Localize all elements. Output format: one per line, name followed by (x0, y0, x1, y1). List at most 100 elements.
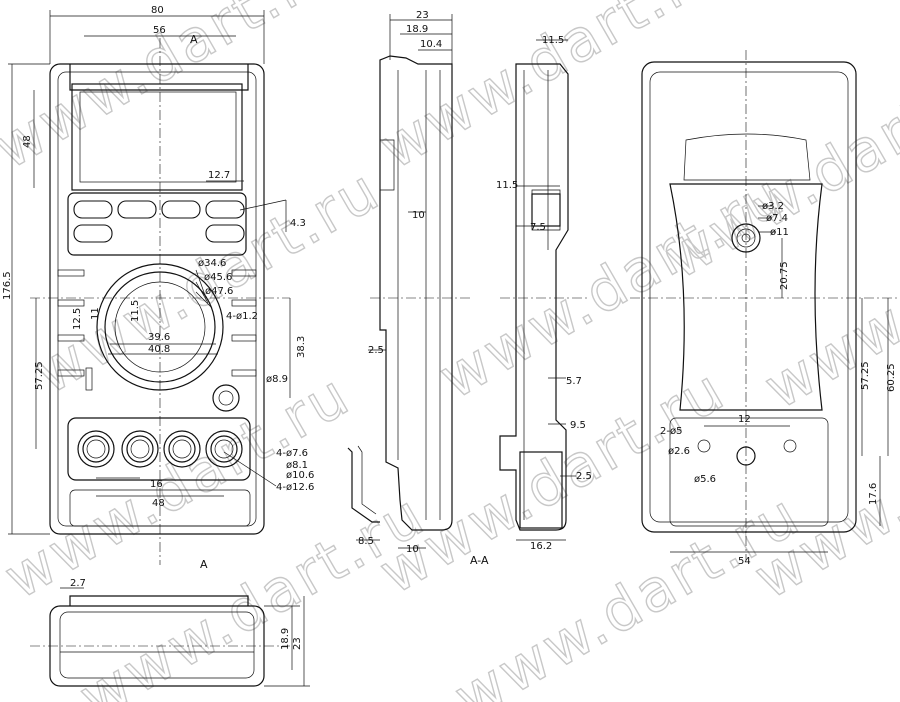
dim-jack-pitch: 16 (150, 479, 163, 490)
dim-lower-offset: 57.25 (34, 361, 45, 390)
keypad-panel (67, 192, 247, 256)
back-body-inner (649, 71, 849, 523)
dim-top-lip: 2.7 (70, 578, 86, 589)
dim-section-mid: 5.7 (566, 376, 582, 387)
dim-front-width-total: 80 (151, 5, 164, 16)
back-dimension-lines (670, 205, 889, 553)
side-step (380, 139, 395, 191)
dim-display-height: 48 (22, 135, 33, 148)
dim-jack-3: ø10.6 (286, 470, 314, 481)
knob-inner (218, 390, 234, 406)
dim-section-bottom-step: 2.5 (576, 471, 592, 482)
top-dimension-lines (60, 587, 310, 687)
jack-panel (67, 417, 251, 481)
side-bracket-inner (357, 445, 377, 515)
side-outline (379, 55, 453, 531)
front-dimension-lines (8, 10, 291, 535)
dim-back-offset: 20.75 (779, 261, 790, 290)
dim-side-bottom-a: 8.5 (358, 536, 374, 547)
side-bracket-detail (347, 447, 380, 523)
jack-holes (77, 430, 243, 468)
section-dimension-lines (516, 39, 576, 541)
dim-knob: ø8.9 (266, 374, 288, 385)
dim-side-depth-b: 10.4 (420, 39, 442, 50)
key-button (117, 200, 157, 219)
dim-section-upper-b: 7.5 (530, 222, 546, 233)
display-window (71, 83, 243, 191)
dim-back-hole-c: ø11 (770, 227, 789, 238)
dim-top-height-a: 18.9 (280, 628, 291, 650)
top-view: 2.7 18.9 23 (30, 578, 310, 687)
back-screw-left (697, 439, 711, 453)
knob-circle (212, 384, 240, 412)
dim-dial-width-b: 40.8 (148, 344, 170, 355)
dim-dial-slot-b: 11 (90, 307, 101, 320)
back-hole-mid (736, 228, 756, 248)
dim-section-upper: 11.5 (496, 180, 518, 191)
section-mark-bottom: A (200, 558, 208, 571)
section-outline (499, 63, 569, 531)
dim-jack-1: 4-ø7.6 (276, 448, 308, 459)
dim-jack-span: 48 (152, 498, 165, 509)
back-stand-plate (669, 183, 823, 411)
dim-section-top: 11.5 (542, 35, 564, 46)
front-view: A A 80 56 176.5 48 12.7 4.3 ø34.6 ø45.6 … (2, 5, 314, 571)
dim-back-offset-b: 57.25 (860, 361, 871, 390)
side-inner-wall (397, 70, 441, 520)
back-screw-right (783, 439, 797, 453)
front-body-outline (49, 63, 265, 535)
dim-key-width: 12.7 (208, 170, 230, 181)
dim-side-wall: 10 (412, 210, 425, 221)
section-mark-top: A (190, 33, 198, 46)
dim-holes: 4-ø1.2 (226, 311, 258, 322)
dim-section-bottom-width: 16.2 (530, 541, 552, 552)
top-body-inner (59, 611, 255, 679)
dim-side-depth-a: 18.9 (406, 24, 428, 35)
dim-dial-d3: ø47.6 (205, 286, 233, 297)
dim-dial-d1: ø34.6 (198, 258, 226, 269)
dim-front-width-inner: 56 (153, 25, 166, 36)
dim-front-height-total: 176.5 (2, 271, 13, 300)
dim-back-foot: ø5.6 (694, 474, 716, 485)
front-top-bumper (69, 64, 249, 91)
back-stand-top (683, 133, 811, 181)
section-label: A-A (470, 554, 489, 567)
section-view: 11.5 11.5 7.5 5.7 9.5 2.5 16.2 (496, 35, 592, 552)
dim-top-height-b: 23 (292, 637, 303, 650)
dim-side-step: 2.5 (368, 345, 384, 356)
side-ribs (57, 269, 257, 391)
dim-back-bottom-offset: 17.6 (868, 483, 879, 505)
key-button (205, 224, 245, 243)
back-view: ø3.2 ø7.4 ø11 20.75 57.25 60.25 2-ø5 ø2.… (630, 50, 900, 567)
key-button (161, 200, 201, 219)
watermark-text: www.dart.ru (428, 160, 797, 412)
dim-back-offset-c: 60.25 (886, 363, 897, 392)
dim-back-hole-b: ø7.4 (766, 213, 788, 224)
dim-section-lower: 9.5 (570, 420, 586, 431)
display-lcd (79, 91, 237, 183)
dim-back-screw: 2-ø5 (660, 426, 682, 437)
key-button (205, 200, 245, 219)
dim-side-depth-total: 23 (416, 10, 429, 21)
dim-dial-center-offset: 38.3 (296, 336, 307, 358)
dim-back-width: 54 (738, 556, 751, 567)
dim-side-bottom-b: 10 (406, 544, 419, 555)
dim-back-screw-inner: ø2.6 (668, 446, 690, 457)
dim-dial-slot-a: 12.5 (72, 308, 83, 330)
dim-dial-d2: ø45.6 (204, 272, 232, 283)
section-hatched-block-bottom (519, 451, 563, 529)
back-body-outline (641, 61, 857, 533)
watermark-text: www.dart.ru (0, 0, 352, 182)
key-button (73, 200, 113, 219)
dim-jack-4: 4-ø12.6 (276, 482, 314, 493)
dim-back-hole-a: ø3.2 (762, 201, 784, 212)
side-view: 23 18.9 10.4 10 2.5 8.5 10 A-A (347, 10, 489, 567)
dim-dial-width-a: 39.6 (148, 332, 170, 343)
back-battery-door (669, 417, 829, 527)
top-bumper (69, 595, 249, 606)
dim-jack-2: ø8.1 (286, 460, 308, 471)
dim-key-gap: 4.3 (290, 218, 306, 229)
dim-back-screw-pitch: 12 (738, 414, 751, 425)
